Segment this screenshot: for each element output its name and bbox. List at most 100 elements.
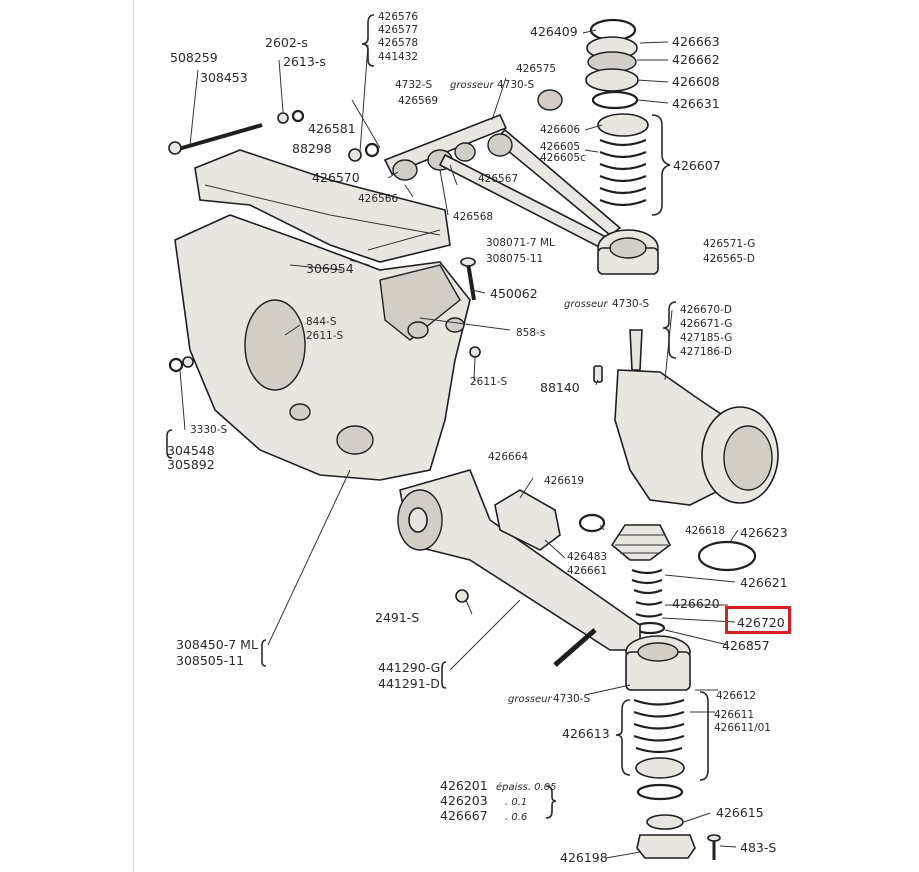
label-88298: 88298 — [292, 141, 332, 156]
lower-housing-bore — [637, 642, 679, 662]
brace-426611 — [699, 691, 709, 781]
washer-3330 — [168, 357, 184, 373]
label-88140: 88140 — [540, 380, 580, 395]
highlight-box-426720 — [725, 606, 791, 634]
nut-304548 — [182, 356, 194, 368]
brace-426670-group — [662, 301, 677, 359]
label-426619: 426619 — [544, 475, 584, 487]
label-308075: 308075-11 — [486, 253, 543, 265]
bearing-426613 — [635, 757, 685, 779]
label-441291: 441291-D — [378, 676, 440, 691]
label-427186: 427186-D — [680, 346, 732, 358]
upper-threaded-shaft — [383, 113, 508, 176]
label-305892: 305892 — [167, 457, 215, 472]
label-308453: 308453 — [200, 70, 248, 85]
bearing-426606 — [597, 113, 649, 137]
wishbone-bush-bore — [408, 507, 428, 533]
label-2491: 2491-S — [375, 610, 419, 625]
shim-426201 — [636, 783, 684, 801]
long-bolt — [174, 123, 263, 152]
label-426581: 426581 — [308, 121, 356, 136]
key-88140 — [593, 365, 603, 383]
stub-axle-pin — [629, 329, 643, 371]
bracket-eye — [407, 321, 429, 339]
label-grosseur-1: grosseur — [450, 80, 494, 91]
washer-2491 — [455, 589, 469, 603]
nut-88298 — [348, 148, 362, 162]
label-4730-b: 4730-S — [612, 298, 650, 310]
label-450062: 450062 — [490, 286, 538, 301]
label-426566: 426566 — [358, 193, 398, 205]
label-426568: 426568 — [453, 211, 493, 223]
label-epaiss: épaiss. 0.05 — [496, 781, 556, 793]
label-2611-a: 2611-S — [306, 330, 344, 342]
upper-wishbone-rod — [493, 128, 622, 237]
page-margin-line — [133, 0, 134, 872]
label-426576: 426576 — [378, 11, 418, 23]
label-426613: 426613 — [562, 726, 610, 741]
label-epaiss-2: . 0.1 — [505, 797, 527, 808]
label-426615: 426615 — [716, 805, 764, 820]
label-426606: 426606 — [540, 124, 580, 136]
label-308071: 308071-7 ML — [486, 237, 555, 249]
washer-2613 — [291, 109, 305, 123]
label-426203: 426203 — [440, 793, 488, 808]
spring-426621 — [631, 568, 663, 618]
label-4732: 4732-S — [395, 79, 433, 91]
label-426671: 426671-G — [680, 318, 732, 330]
bracket-eye-2 — [445, 317, 465, 333]
casting-bore — [336, 425, 374, 455]
label-426620: 426620 — [672, 596, 720, 611]
bolt-head — [168, 141, 182, 155]
label-4730-c: 4730-S — [553, 693, 591, 705]
grease-nipple-2611 — [469, 346, 481, 358]
rod-eye — [487, 133, 513, 157]
label-304548: 304548 — [167, 443, 215, 458]
label-306954: 306954 — [306, 261, 354, 276]
label-2611-b: 2611-S — [470, 376, 508, 388]
brace-426576-group — [361, 14, 375, 67]
nut-2602 — [277, 112, 289, 124]
bush-426575 — [537, 89, 563, 111]
label-2613: 2613-s — [283, 54, 326, 69]
label-426201: 426201 — [440, 778, 488, 793]
label-426612: 426612 — [716, 690, 756, 702]
label-426611-01: 426611/01 — [714, 722, 771, 734]
label-426611: 426611 — [714, 709, 754, 721]
bolt-450062 — [466, 262, 476, 301]
brace-426201 — [545, 785, 557, 819]
label-427185: 427185-G — [680, 332, 732, 344]
label-426618: 426618 — [685, 525, 725, 537]
hub-bore — [723, 425, 773, 491]
label-426569: 426569 — [398, 95, 438, 107]
brace-426607 — [651, 114, 671, 216]
pad-426664 — [494, 489, 561, 551]
label-4730-a: 4730-S — [497, 79, 535, 91]
label-epaiss-3: . 0.6 — [505, 812, 527, 823]
label-grosseur-3: grosseur — [508, 694, 552, 705]
casting-opening — [244, 299, 306, 391]
label-441432: 441432 — [378, 51, 418, 63]
ring-426623 — [697, 540, 757, 572]
hub-carrier — [614, 369, 731, 506]
leader-lines — [179, 29, 739, 859]
label-483: 483-S — [740, 840, 776, 855]
crossmember-rib — [204, 184, 441, 236]
label-2602: 2602-s — [265, 35, 308, 50]
boot-folds — [615, 534, 668, 554]
label-426575: 426575 — [516, 63, 556, 75]
label-426570: 426570 — [312, 170, 360, 185]
label-426667: 426667 — [440, 808, 488, 823]
label-426578: 426578 — [378, 37, 418, 49]
rubber-boot-426618 — [610, 524, 672, 561]
casting-hole — [289, 403, 311, 421]
label-426664: 426664 — [488, 451, 528, 463]
label-844: 844-S — [306, 316, 337, 328]
cover-426198 — [636, 834, 696, 859]
brace-304548 — [166, 429, 173, 459]
label-426662: 426662 — [672, 52, 720, 67]
spring-426611 — [633, 698, 685, 754]
brace-441290 — [441, 661, 447, 689]
label-426663: 426663 — [672, 34, 720, 49]
